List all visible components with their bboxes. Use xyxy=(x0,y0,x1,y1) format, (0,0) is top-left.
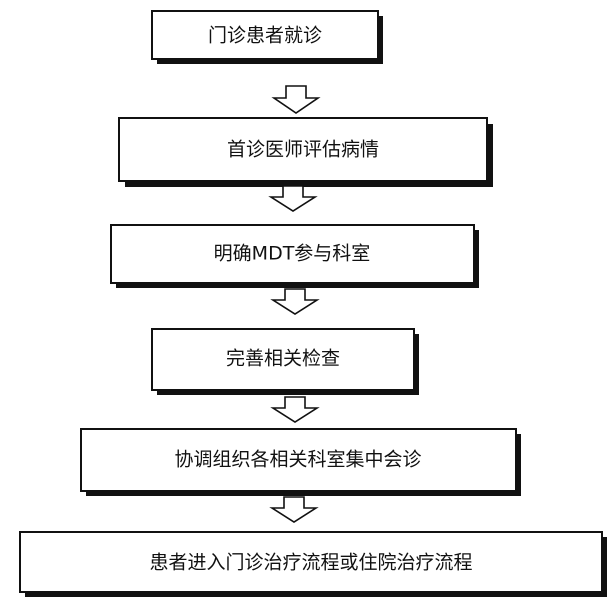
step-box-5: 协调组织各相关科室集中会诊 xyxy=(80,428,521,496)
step-box-2: 首诊医师评估病情 xyxy=(118,117,493,187)
step-label-1: 门诊患者就诊 xyxy=(208,25,322,47)
down-arrow-2 xyxy=(268,185,318,212)
step-label-5: 协调组织各相关科室集中会诊 xyxy=(174,449,421,471)
step-label-3: 明确MDT参与科室 xyxy=(214,243,371,265)
down-arrow-1 xyxy=(271,85,321,114)
down-arrow-5 xyxy=(269,496,319,523)
step-label-4: 完善相关检查 xyxy=(226,348,340,370)
step-label-6: 患者进入门诊治疗流程或住院治疗流程 xyxy=(149,552,472,574)
step-box-6: 患者进入门诊治疗流程或住院治疗流程 xyxy=(19,531,607,597)
step-box-1: 门诊患者就诊 xyxy=(151,10,383,64)
down-arrow-3 xyxy=(270,288,320,315)
step-box-4: 完善相关检查 xyxy=(151,328,419,395)
down-arrow-4 xyxy=(270,396,320,423)
step-box-3: 明确MDT参与科室 xyxy=(110,224,479,288)
step-label-2: 首诊医师评估病情 xyxy=(227,139,379,161)
